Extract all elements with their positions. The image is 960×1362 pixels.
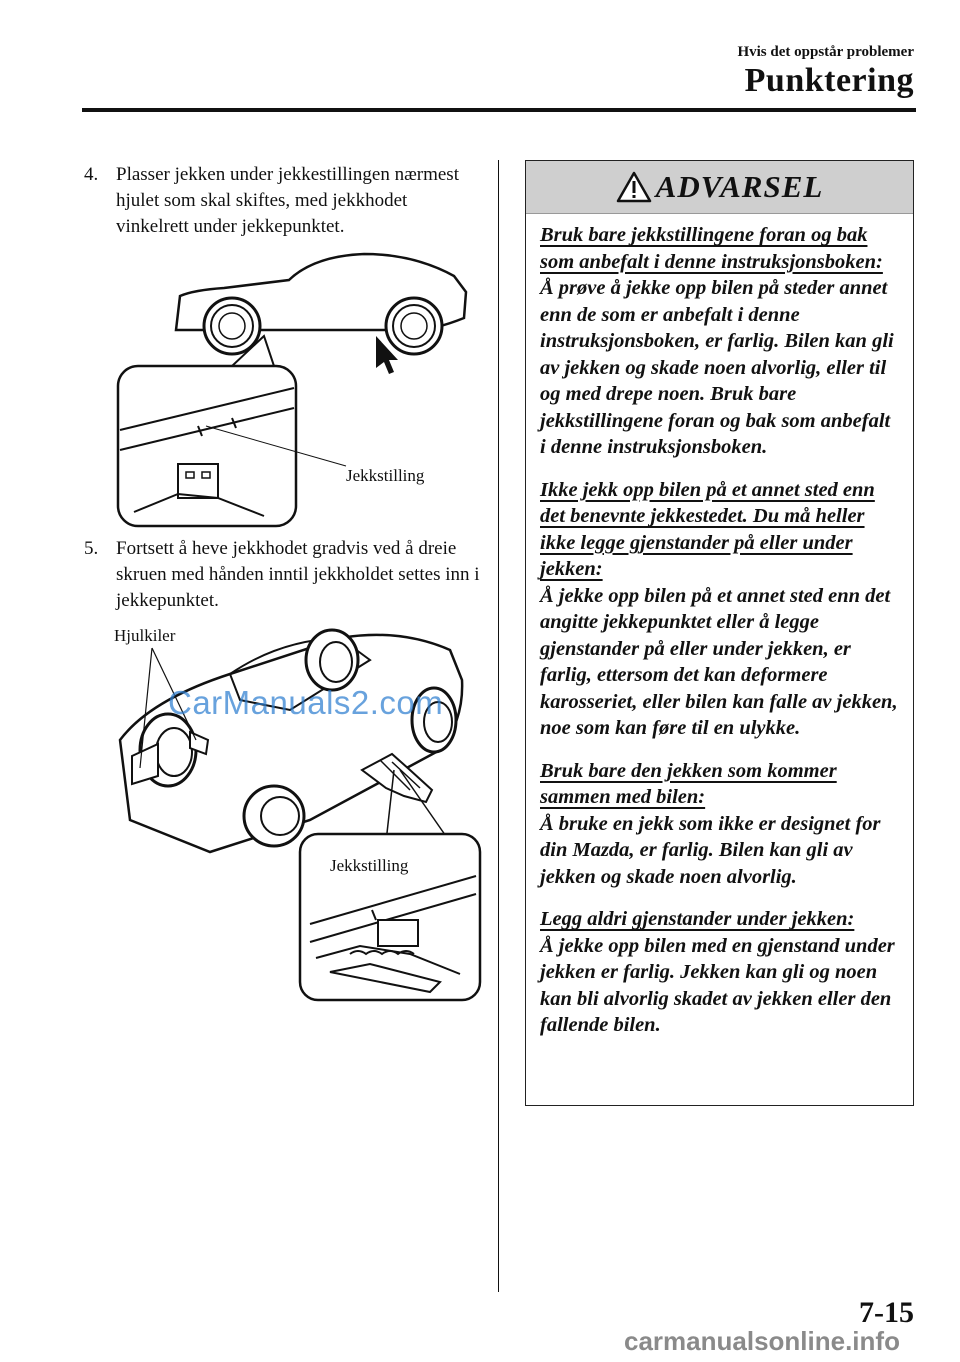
warning-heading: Legg aldri gjenstander under jekken: (540, 908, 855, 930)
warning-triangle-icon (616, 171, 651, 203)
warning-box: ADVARSEL Bruk bare jekkstillingene foran… (525, 160, 914, 1106)
step-4: 4. Plasser jekken under jekkestillingen … (84, 162, 484, 240)
page-number: 7-15 (859, 1296, 914, 1329)
jack-point-label-2: Jekkstilling (330, 856, 409, 875)
warning-heading: Bruk bare jekkstillingene foran og bak s… (540, 224, 883, 273)
footer-watermark: carmanualsonline.info (624, 1326, 900, 1356)
warning-text: Å jekke opp bilen på et annet sted enn d… (540, 584, 898, 740)
jack-point-label: Jekkstilling (346, 466, 425, 485)
step-number: 5. (84, 538, 99, 559)
step-number: 4. (84, 164, 99, 185)
warning-section: Bruk bare jekkstillingene foran og bak s… (540, 222, 899, 461)
step-5: 5. Fortsett å heve jekkhodet gradvis ved… (84, 536, 484, 614)
warning-text: Å bruke en jekk som ikke er designet for… (540, 812, 881, 888)
warning-header: ADVARSEL (526, 161, 913, 214)
warning-heading: Ikke jekk opp bilen på et annet sted enn… (540, 478, 875, 581)
column-divider (498, 160, 499, 1292)
wheel-chock-label: Hjulkiler (114, 626, 176, 645)
jack-point-figure (116, 252, 468, 528)
wheel-chock (131, 742, 159, 786)
jack-detail (298, 832, 482, 1002)
header-rule (82, 108, 916, 112)
rear-wheel (384, 296, 444, 356)
front-wheel (202, 296, 262, 356)
rear-right-wheel (410, 686, 458, 754)
section-title: Hvis det oppstår problemer (737, 44, 914, 60)
jack-raising-figure (118, 628, 482, 1002)
warning-title: ADVARSEL (655, 169, 824, 204)
watermark-overlay: CarManuals2.com (168, 684, 444, 721)
warning-text: Å jekke opp bilen med en gjenstand under… (540, 934, 895, 1037)
warning-text: Å prøve å jekke opp bilen på steder anne… (540, 277, 894, 458)
arrow-icon (376, 336, 398, 374)
warning-heading: Bruk bare den jekken som kommer sammen m… (540, 759, 837, 809)
step-text: Plasser jekken under jekkestillingen nær… (116, 164, 459, 237)
step-text: Fortsett å heve jekkhodet gradvis ved å … (116, 538, 480, 611)
chapter-title: Punktering (744, 62, 914, 99)
front-right-wheel (242, 784, 306, 848)
warning-section: Ikke jekk opp bilen på et annet sted enn… (540, 477, 899, 742)
rear-left-wheel (304, 628, 360, 692)
jack-point-detail (116, 364, 298, 528)
warning-section: Bruk bare den jekken som kommer sammen m… (540, 758, 899, 891)
warning-section: Legg aldri gjenstander under jekken: Å j… (540, 906, 899, 1039)
warning-body: Bruk bare jekkstillingene foran og bak s… (526, 214, 913, 1039)
